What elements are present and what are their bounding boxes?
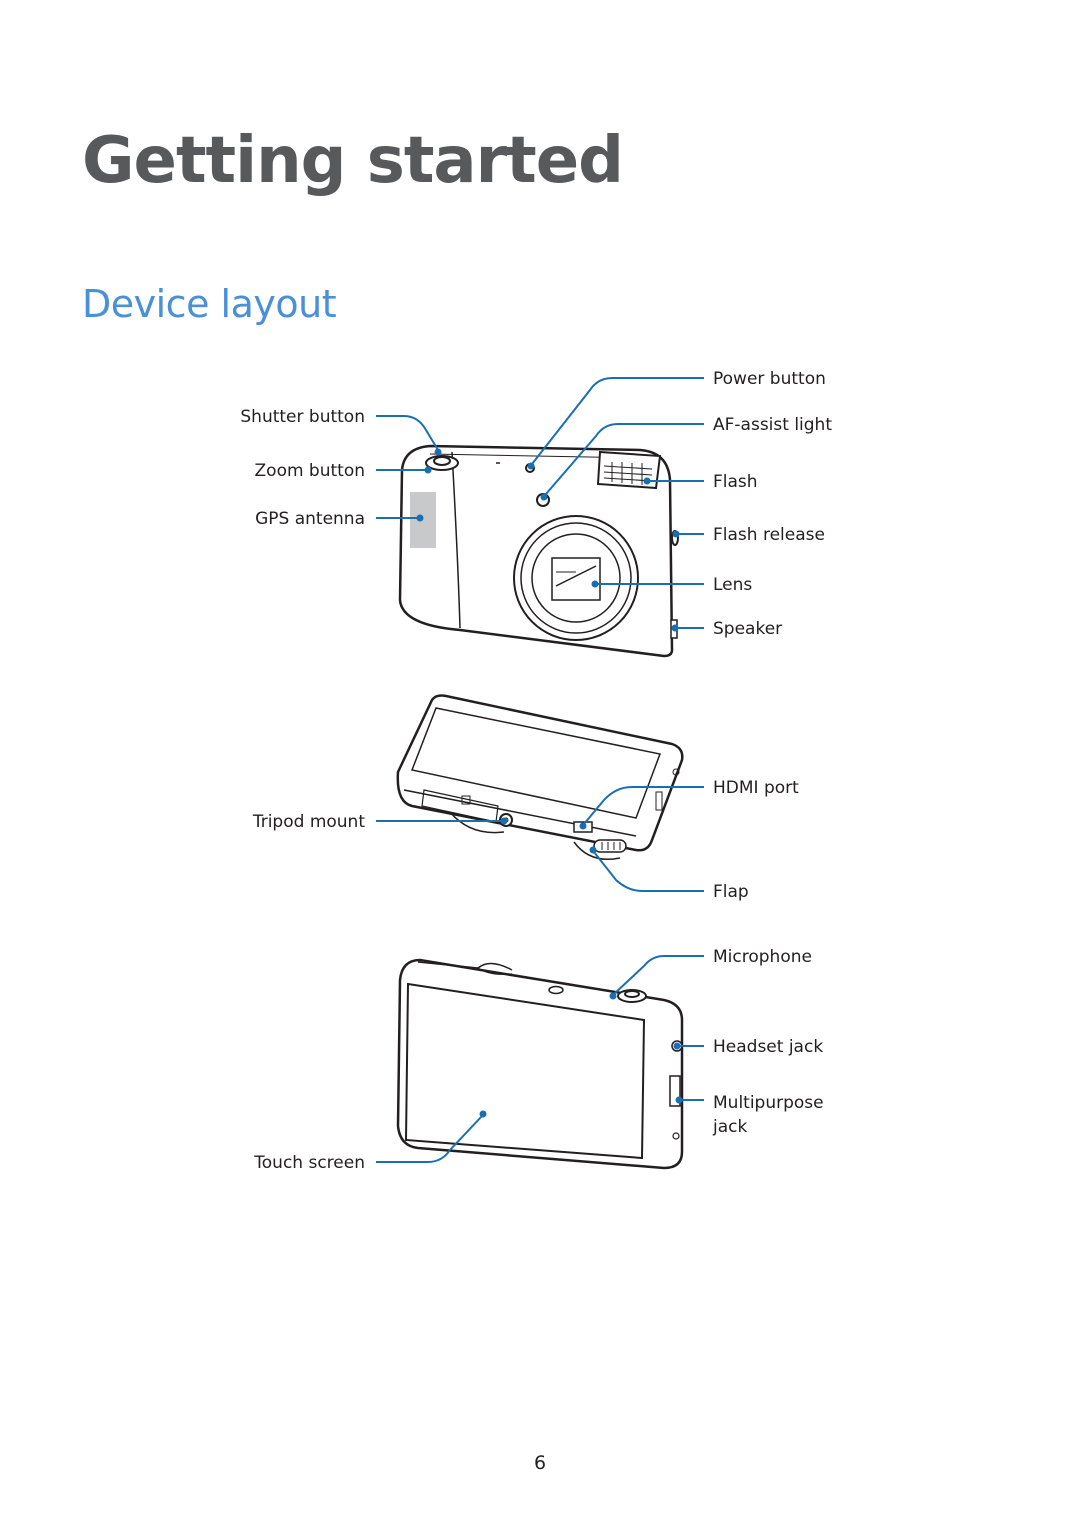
label-hdmi-port: HDMI port [713, 778, 799, 798]
camera-back-illustration [396, 958, 684, 1170]
label-gps-antenna: GPS antenna [255, 509, 365, 529]
label-multipurpose: Multipurpose [713, 1093, 824, 1113]
callout-line-power [531, 377, 704, 465]
callout-line-microphone [613, 955, 704, 995]
label-flap: Flap [713, 882, 749, 902]
label-flash-release: Flash release [713, 525, 825, 545]
callout-dots [416, 448, 683, 1118]
callout-line-af [545, 423, 704, 495]
callout-line-shutter [376, 415, 439, 451]
callout-lines [376, 377, 704, 1163]
label-power-button: Power button [713, 369, 826, 389]
callout-labels: Shutter button Zoom button GPS antenna P… [240, 369, 832, 1173]
camera-front-illustration [398, 444, 679, 658]
label-tripod-mount: Tripod mount [252, 812, 365, 832]
label-headset-jack: Headset jack [713, 1037, 823, 1057]
label-flash: Flash [713, 472, 758, 492]
callout-line-hdmi [583, 786, 704, 825]
label-touch-screen: Touch screen [253, 1153, 365, 1173]
label-shutter-button: Shutter button [240, 407, 365, 427]
label-jack: jack [712, 1117, 747, 1137]
camera-bottom-illustration [396, 694, 684, 860]
callout-line-flap [593, 851, 704, 892]
gps-antenna-patch [410, 492, 436, 548]
section-title: Device layout [82, 282, 337, 326]
label-speaker: Speaker [713, 619, 782, 639]
label-af-assist-light: AF-assist light [713, 415, 832, 435]
label-zoom-button: Zoom button [255, 461, 365, 481]
page-number: 6 [533, 1452, 547, 1474]
callout-line-touch [376, 1115, 483, 1163]
page-title: Getting started [82, 124, 624, 198]
label-lens: Lens [713, 575, 752, 595]
label-microphone: Microphone [713, 947, 812, 967]
